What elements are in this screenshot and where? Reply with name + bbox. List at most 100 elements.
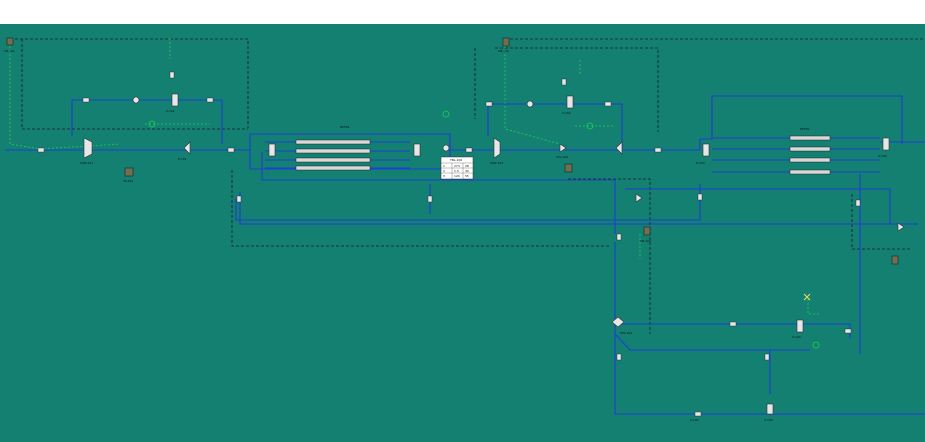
signal-mid-left: [504, 46, 561, 145]
mid-heat-exchanger-icon[interactable]: [442, 144, 450, 152]
envelope-left-inner: [21, 39, 248, 130]
valve-icon[interactable]: [729, 321, 737, 327]
mid-block-icon[interactable]: [564, 163, 573, 173]
left-tank-icon[interactable]: [124, 167, 134, 177]
bottom-drum-vessel-icon[interactable]: [766, 403, 774, 415]
reformer-b-outlet-vessel-icon[interactable]: [882, 137, 890, 151]
reformer-a-tube-2: [295, 148, 371, 154]
pipe-lower-mid: [614, 333, 810, 351]
envelope-mid-bottom: [231, 170, 610, 247]
tag-left-cooler: E-101: [178, 157, 187, 161]
mid-valve-icon[interactable]: [559, 143, 567, 153]
signal-lower-vent: [807, 299, 820, 315]
pipe-reformer-b-frame: [699, 95, 903, 150]
summary-cell: 120: [454, 174, 460, 178]
process-flow-diagram: REFRL REFRL: [4, 37, 925, 422]
equipment: [6, 37, 905, 415]
pipe-bottom-header: [239, 192, 918, 225]
reformer-b-tube-1: [789, 135, 831, 141]
mid-right-valve-icon[interactable]: [635, 193, 643, 203]
lower-drum-vessel-icon[interactable]: [796, 319, 804, 333]
valve-icon[interactable]: [561, 78, 567, 86]
reformer-b-tube-4: [789, 169, 831, 175]
valve-icon[interactable]: [227, 147, 235, 153]
reformer-a-label: REFRL: [340, 125, 350, 129]
mid-cooler-icon[interactable]: [615, 141, 623, 155]
tag-left-tank: TK-101: [122, 179, 133, 183]
right-valve-icon[interactable]: [897, 222, 905, 232]
valve-icon[interactable]: [485, 101, 493, 107]
pipe-recycle-a: [261, 152, 616, 234]
summary-cell: 28: [465, 164, 469, 168]
pipe-left-loop: [71, 99, 223, 144]
reformer-b-inlet-vessel-icon[interactable]: [702, 143, 710, 157]
valve-icon[interactable]: [855, 199, 861, 207]
valve-icon[interactable]: [604, 101, 612, 107]
tag-lower-mixer: MIX-104: [620, 331, 632, 335]
reformer-a-tube-4: [295, 165, 371, 171]
pipe-recycle-b: [235, 184, 701, 221]
valve-icon[interactable]: [616, 353, 622, 361]
left-cooler-icon[interactable]: [183, 141, 191, 155]
valve-icon[interactable]: [616, 233, 622, 241]
pipe-mid-loop: [487, 103, 623, 149]
process-pipes: [5, 95, 925, 415]
lower-mixer-icon[interactable]: [611, 316, 625, 328]
valve-icon[interactable]: [764, 353, 770, 361]
inline-valves: [37, 71, 861, 417]
left-controller-icon[interactable]: [148, 120, 156, 128]
valve-icon[interactable]: [844, 328, 852, 334]
crossmark-icon[interactable]: [803, 293, 811, 301]
reformer-a-inlet-vessel-icon[interactable]: [268, 143, 276, 157]
mid-separator-vessel-icon[interactable]: [566, 95, 574, 109]
tag-lower-drum: V-104: [792, 335, 801, 339]
left-exchanger-icon[interactable]: [132, 96, 140, 104]
pipe-reformer-a-frame: [249, 133, 451, 170]
summary-cell: 55: [465, 174, 469, 178]
right-control-block-icon[interactable]: [891, 255, 899, 265]
reformer-a-outlet-vessel-icon[interactable]: [413, 143, 421, 157]
mid-controller-icon[interactable]: [586, 122, 594, 130]
mid-left-controller-icon[interactable]: [442, 110, 450, 118]
valve-icon[interactable]: [169, 71, 175, 79]
envelope-left-top: [10, 38, 249, 128]
valve-icon[interactable]: [654, 147, 662, 153]
summary-table: TBL-100 1 273 28 2 1.5 40 3 120 55: [440, 156, 474, 180]
left-compressor-icon[interactable]: [83, 137, 93, 159]
mid-compressor-icon[interactable]: [493, 137, 501, 159]
pipe-upper-header: [625, 188, 891, 224]
reformer-b-label: REFRL: [800, 127, 810, 131]
tag-bottom-pump: P-105: [690, 418, 699, 422]
tag-mid-valve: VLV-102: [556, 155, 568, 159]
valve-icon[interactable]: [465, 147, 473, 153]
reformer-a-tube-3: [295, 157, 371, 163]
valve-icon[interactable]: [694, 411, 702, 417]
valve-icon[interactable]: [697, 193, 703, 201]
reformer-b-tube-3: [789, 157, 831, 163]
valve-icon[interactable]: [206, 97, 214, 103]
envelope-lower-right: [568, 178, 651, 334]
tag-mid-compressor: CMP-102: [490, 161, 503, 165]
left-drum-vessel-icon[interactable]: [171, 93, 179, 107]
tag-left-control-block: CB-101: [4, 49, 15, 53]
valve-icon[interactable]: [82, 97, 90, 103]
valve-icon[interactable]: [427, 195, 433, 203]
valve-icon[interactable]: [37, 147, 45, 153]
envelope-far-right: [851, 194, 910, 250]
envelope-mid-upper: [495, 47, 659, 132]
mid-exchanger-icon[interactable]: [526, 100, 534, 108]
reformer-a: REFRL: [268, 125, 421, 171]
signal-left-bottom: [39, 143, 121, 150]
lower-controller-icon[interactable]: [812, 341, 820, 349]
lower-control-block-icon[interactable]: [643, 226, 651, 236]
mid-control-block-icon[interactable]: [502, 37, 510, 47]
pipe-lower-return: [820, 323, 851, 339]
valve-icon[interactable]: [236, 195, 242, 203]
reformer-a-tube-1: [295, 139, 371, 145]
summary-table-title: TBL-100: [449, 158, 462, 162]
summary-cell: 2: [443, 169, 445, 173]
left-control-block-icon[interactable]: [6, 37, 14, 46]
summary-cell: 40: [465, 169, 469, 173]
tag-right-exchanger: E-103: [696, 161, 705, 165]
process-flow-canvas: REFRL REFRL: [0, 24, 925, 442]
